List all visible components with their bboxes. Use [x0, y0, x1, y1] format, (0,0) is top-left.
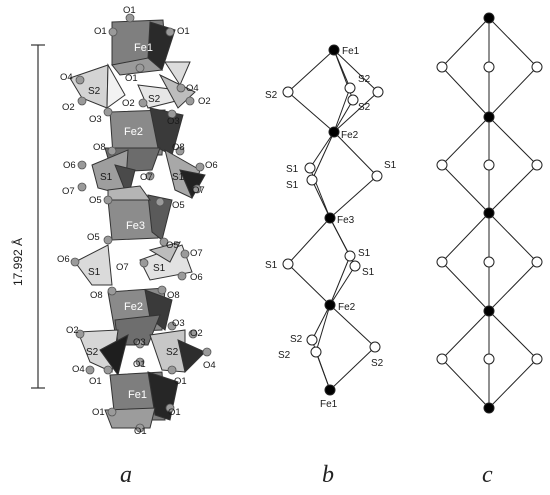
label-fe2-upper: Fe2 — [124, 126, 143, 138]
o-label: O6 — [190, 272, 203, 283]
o-label: O7 — [116, 262, 129, 273]
panel-b-chain — [287, 49, 379, 391]
panel-a-polyhedra: 17.992 Å — [10, 5, 218, 437]
o-label: O5 — [87, 232, 100, 243]
b-label-fe1-bottom: Fe1 — [320, 399, 338, 410]
o-label: O8 — [90, 290, 103, 301]
s2-lower-tetrahedra — [77, 329, 206, 377]
s1-lower-tetrahedra — [74, 241, 193, 286]
s2-upper-tetrahedra — [69, 61, 196, 109]
panel-b-atoms — [282, 44, 384, 396]
o-label: O8 — [167, 290, 180, 301]
o-label: O2 — [62, 102, 75, 113]
label-s1-a4: S1 — [153, 263, 166, 274]
o-label: O6 — [205, 160, 218, 171]
panel-c-nodes — [436, 12, 543, 414]
o-label: O1 — [89, 376, 102, 387]
o-label: O5 — [166, 240, 179, 251]
o-label: O8 — [93, 142, 106, 153]
fe2-upper-octahedron — [104, 107, 184, 173]
o-label: O1 — [174, 376, 187, 387]
b-label-fe2: Fe2 — [341, 130, 359, 141]
o-label: O2 — [66, 325, 79, 336]
label-fe3: Fe3 — [126, 220, 145, 232]
panel-letter-c: c — [482, 462, 493, 488]
label-s1-a2: S1 — [172, 172, 185, 183]
o-label: O6 — [63, 160, 76, 171]
o-label: O2 — [190, 328, 203, 339]
o-label: O1 — [133, 359, 146, 370]
b-label-s2: S2 — [371, 358, 384, 369]
b-label-s2: S2 — [358, 74, 371, 85]
b-label-s2: S2 — [358, 102, 371, 113]
o-label: O7 — [140, 172, 153, 183]
label-fe2-lower: Fe2 — [124, 301, 143, 313]
o-label: O1 — [125, 73, 138, 84]
b-label-fe3: Fe3 — [337, 215, 355, 226]
o-label: O6 — [57, 254, 70, 265]
b-label-s2: S2 — [265, 90, 278, 101]
o-label: O4 — [72, 364, 85, 375]
label-s2-a1: S2 — [88, 86, 101, 97]
scale-label: 17.992 Å — [10, 238, 25, 286]
b-label-s2: S2 — [290, 334, 303, 345]
o-label: O3 — [172, 318, 185, 329]
b-label-s1: S1 — [265, 260, 278, 271]
panel-letter-a: a — [120, 462, 132, 488]
label-fe1-top: Fe1 — [134, 42, 153, 54]
o-label: O1 — [134, 426, 147, 437]
b-label-s1: S1 — [286, 164, 299, 175]
b-label-s1: S1 — [362, 267, 375, 278]
o-label: O3 — [133, 337, 146, 348]
label-s2-a4: S2 — [166, 347, 179, 358]
o-label: O1 — [94, 26, 107, 37]
o-label: O1 — [92, 407, 105, 418]
o-label: O4 — [60, 72, 73, 83]
o-label: O1 — [123, 5, 136, 16]
o-label: O1 — [168, 407, 181, 418]
panel-b-labels: Fe1 S2 S2 S2 Fe2 S1 S1 S1 Fe3 S1 S1 S1 F… — [265, 46, 397, 410]
panel-a-polyhedron-labels: Fe1 S2 S2 Fe2 S1 S1 Fe3 S1 S1 Fe2 S2 S2 … — [86, 42, 185, 401]
o-label: O2 — [198, 96, 211, 107]
o-label: O7 — [192, 185, 205, 196]
label-s1-a3: S1 — [88, 267, 101, 278]
label-s1-a1: S1 — [100, 172, 113, 183]
b-label-s1: S1 — [286, 180, 299, 191]
o-label: O2 — [122, 98, 135, 109]
o-label: O5 — [89, 195, 102, 206]
label-s2-a2: S2 — [148, 94, 161, 105]
o-label: O3 — [89, 114, 102, 125]
panel-letter-b: b — [322, 462, 334, 488]
fe1-bottom-octahedron — [104, 371, 179, 429]
o-label: O4 — [203, 360, 216, 371]
fe3-octahedron — [107, 185, 173, 241]
o-label: O3 — [167, 116, 180, 127]
b-label-s2: S2 — [278, 350, 291, 361]
scale-bar: 17.992 Å — [10, 44, 45, 389]
o-label: O4 — [186, 83, 199, 94]
o-label: O8 — [172, 142, 185, 153]
oxygen-atoms — [70, 13, 212, 433]
o-label: O7 — [190, 248, 203, 259]
panel-letters: a b c — [120, 462, 493, 488]
b-label-s1: S1 — [384, 160, 397, 171]
label-s2-a3: S2 — [86, 347, 99, 358]
o-label: O5 — [172, 200, 185, 211]
o-label: O7 — [62, 186, 75, 197]
b-label-s1: S1 — [358, 248, 371, 259]
panel-a-oxygen-labels: O1 O1 O1 O1 O4 O4 O2 O2 O2 O3 O3 O8 O8 O… — [57, 5, 218, 437]
o-label: O1 — [177, 26, 190, 37]
label-fe1-bottom: Fe1 — [128, 389, 147, 401]
b-label-fe2-lower: Fe2 — [338, 302, 356, 313]
b-label-fe1-top: Fe1 — [342, 46, 360, 57]
